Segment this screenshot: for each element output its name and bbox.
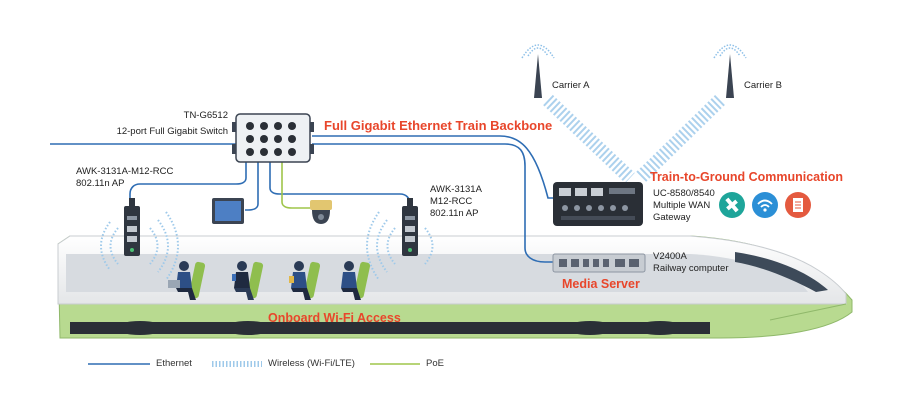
carrier-b-label: Carrier B <box>744 80 783 91</box>
wifi-waves-right <box>366 211 434 281</box>
ap-left-line2: 802.11n AP <box>76 178 125 189</box>
computer-device <box>552 253 646 273</box>
antenna-icon <box>713 44 747 98</box>
carrier-a-label: Carrier A <box>552 80 590 91</box>
computer-line2: Railway computer <box>653 263 729 274</box>
legend-poe-label: PoE <box>426 358 444 369</box>
person-icon <box>168 261 206 300</box>
person-icon <box>341 261 371 300</box>
wireless-uplinks <box>543 94 725 184</box>
switch-desc-label: 12-port Full Gigabit Switch <box>116 126 228 137</box>
ap-right-line2: M12-RCC <box>430 196 473 207</box>
access-point-right <box>402 198 418 256</box>
person-icon <box>289 261 321 300</box>
wifi-icon <box>752 192 778 218</box>
wifi-access-title: Onboard Wi-Fi Access <box>268 311 401 325</box>
switch-model-label: TN-G6512 <box>183 110 228 121</box>
gateway-device <box>553 182 643 226</box>
monitor-icon <box>212 198 244 224</box>
poe-link <box>281 160 310 209</box>
t2g-title: Train-to-Ground Communication <box>650 170 844 184</box>
satellite-icon <box>719 192 745 218</box>
computer-line1: V2400A <box>653 251 687 262</box>
wifi-waves-left <box>100 211 179 281</box>
media-server-title: Media Server <box>562 277 640 291</box>
backbone-title: Full Gigabit Ethernet Train Backbone <box>324 118 553 133</box>
legend-ethernet-label: Ethernet <box>156 358 192 369</box>
ethernet-links <box>50 135 555 263</box>
legend-wireless-label: Wireless (Wi-Fi/LTE) <box>268 358 355 369</box>
document-icon <box>785 192 811 218</box>
passengers <box>168 261 371 300</box>
switch-device <box>232 113 314 163</box>
ap-right-line3: 802.11n AP <box>430 208 479 219</box>
ap-right-line1: AWK-3131A <box>430 184 482 195</box>
gateway-line3: Gateway <box>653 212 691 223</box>
gateway-line2: Multiple WAN <box>653 200 711 211</box>
gateway-line1: UC-8580/8540 <box>653 188 715 199</box>
person-icon <box>232 261 264 300</box>
ap-left-line1: AWK-3131A-M12-RCC <box>76 166 174 177</box>
access-point-left <box>124 198 140 256</box>
antenna-icon <box>521 44 555 98</box>
camera-icon <box>310 200 332 224</box>
